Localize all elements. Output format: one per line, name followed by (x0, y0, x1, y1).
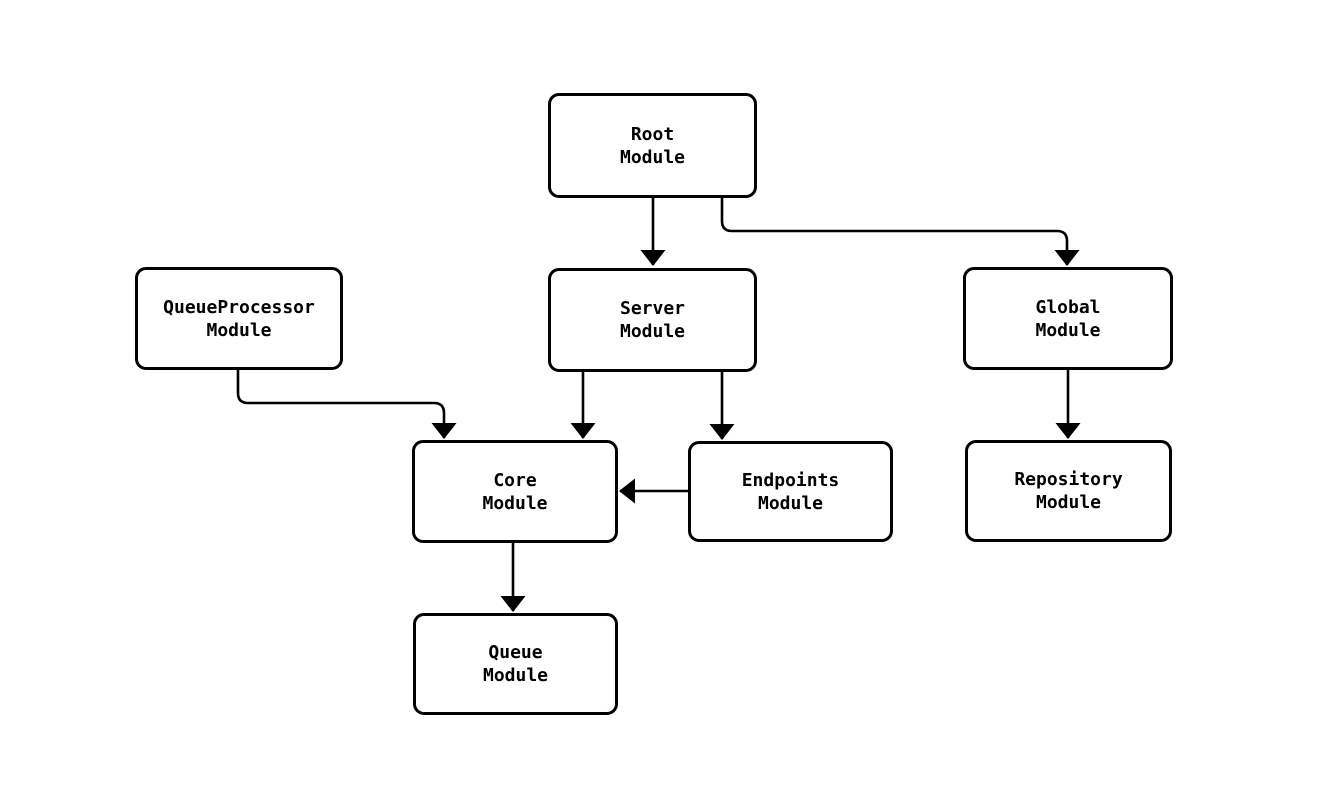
node-label-line: Module (757, 492, 824, 514)
node-label-line: Module (619, 146, 686, 168)
node-label-line: Module (1035, 492, 1102, 513)
node-label-line: Module (206, 319, 272, 341)
node-label-line: Endpoints (741, 469, 840, 491)
node-label-line: Core (493, 469, 537, 491)
node-label-line: Root (630, 123, 675, 145)
edge-queueprocessor-to-core (236, 370, 457, 439)
node-label-line: QueueProcessor (163, 296, 315, 318)
node-label-line: Queue (488, 642, 543, 663)
node-label-line: Module (619, 321, 686, 342)
edge-root-to-global (720, 198, 1080, 266)
node-label-line: Server (619, 298, 686, 319)
node-label-line: Module (482, 492, 548, 514)
node-label-line: Module (1035, 319, 1101, 341)
node-label-line: Module (482, 665, 549, 686)
node-label-line: Repository (1014, 469, 1123, 490)
node-label-line: Global (1035, 296, 1101, 318)
edge-group (236, 198, 1081, 612)
